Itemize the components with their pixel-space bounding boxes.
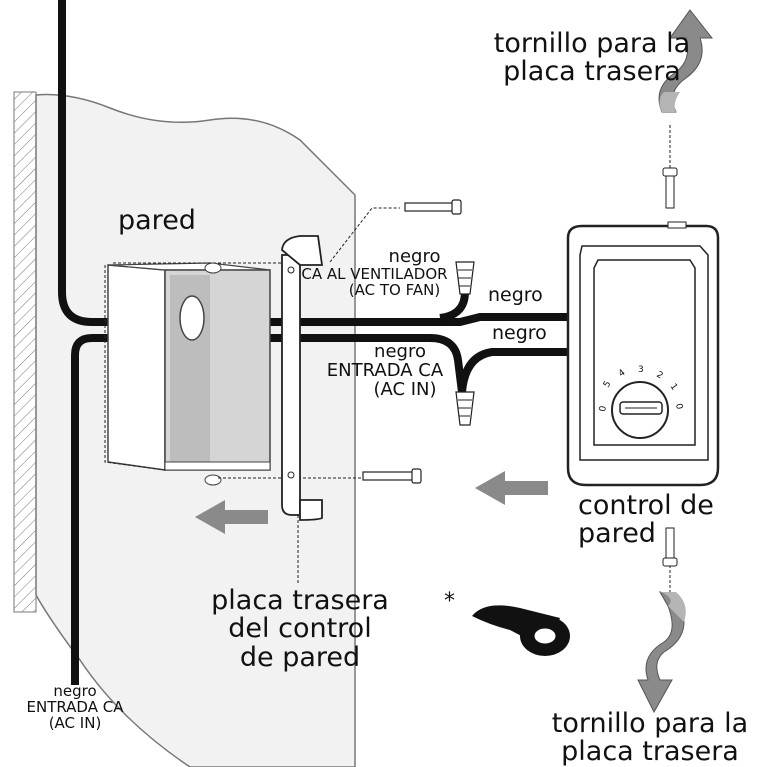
back-plate-hole-top xyxy=(287,266,295,274)
screw-bottom-label: tornillo para la placa trasera xyxy=(535,708,765,767)
electrical-tape-icon xyxy=(472,605,570,656)
screw-top-vertical xyxy=(662,167,678,209)
black-wire-label-2: negro xyxy=(492,322,547,344)
screw-bottom-label-line2: placa trasera xyxy=(561,736,739,767)
dial-tick-4: 4 xyxy=(617,368,628,380)
screw-upper xyxy=(404,199,462,215)
screw-bottom-label-line1: tornillo para la xyxy=(551,708,749,739)
mounting-guides xyxy=(104,125,671,600)
twist-arrow-up-icon xyxy=(658,9,714,113)
dial-tick-0-left: 0 xyxy=(598,405,609,413)
knockout-hole xyxy=(179,295,205,341)
ac-in-es-label: ENTRADA CA xyxy=(326,359,444,381)
ac-in-label: negro ENTRADA CA (AC IN) xyxy=(310,341,460,400)
arrow-left-to-box xyxy=(195,500,268,534)
speed-dial xyxy=(611,381,669,439)
ac-in-black-label: negro xyxy=(374,341,426,362)
back-plate-label: placa trasera del control de pared xyxy=(200,585,400,673)
control-wire-lower xyxy=(458,348,568,393)
screw-top-label-line1: tornillo para la xyxy=(493,28,691,59)
bottom-ac-in-label: negro ENTRADA CA (AC IN) xyxy=(0,682,150,732)
control-label: control de pared xyxy=(578,490,714,550)
wall-hatching xyxy=(13,91,37,613)
wire-nut-upper xyxy=(455,261,475,295)
ac-in-en-label: (AC IN) xyxy=(373,378,437,400)
fan-wire xyxy=(439,291,469,322)
control-label-line1: control de xyxy=(578,490,714,521)
ac-in-wire-top xyxy=(58,0,568,326)
back-plate-hole-bottom xyxy=(287,471,295,479)
ac-to-fan-en-label: (AC TO FAN) xyxy=(348,280,441,299)
arrow-left-to-plate xyxy=(475,471,548,505)
dial-tick-0-right: 0 xyxy=(673,403,684,411)
electrical-box-side xyxy=(107,264,166,471)
electrical-box-bottom xyxy=(164,461,271,471)
wire-nut-lower xyxy=(455,391,475,426)
box-top-ear xyxy=(204,262,222,274)
to-fan-black-label: negro xyxy=(388,246,441,267)
wall-control xyxy=(566,221,720,487)
bottom-black-label: negro xyxy=(53,682,97,700)
back-plate xyxy=(281,235,324,521)
back-plate-label-line3: de pared xyxy=(239,641,361,673)
black-wire-label-1: negro xyxy=(488,284,543,306)
control-label-line2: pared xyxy=(578,518,656,550)
dial-tick-1: 1 xyxy=(668,382,679,392)
to-fan-label: negro CA AL VENTILADOR (AC TO FAN) xyxy=(292,246,457,299)
wall-label: pared xyxy=(118,205,196,236)
twist-arrow-down-icon xyxy=(637,591,686,714)
back-plate-label-line1: placa trasera xyxy=(211,585,389,616)
dial-tick-2: 2 xyxy=(655,370,665,382)
bottom-ac-in-es-label: ENTRADA CA xyxy=(26,697,124,716)
bottom-ac-in-en-label: (AC IN) xyxy=(48,713,102,732)
screw-top-label-line2: placa trasera xyxy=(503,56,681,88)
ac-to-fan-es-label: CA AL VENTILADOR xyxy=(301,264,448,283)
dial-tick-3: 3 xyxy=(638,365,644,375)
screw-top-label: tornillo para la placa trasera xyxy=(477,28,707,88)
dial-tick-5: 5 xyxy=(602,380,614,390)
tape-asterisk: * xyxy=(444,589,455,614)
back-plate-label-line2: del control xyxy=(228,613,372,645)
screw-bottom-vertical xyxy=(662,527,678,567)
screw-lower xyxy=(362,468,422,484)
box-bottom-ear xyxy=(204,474,222,486)
